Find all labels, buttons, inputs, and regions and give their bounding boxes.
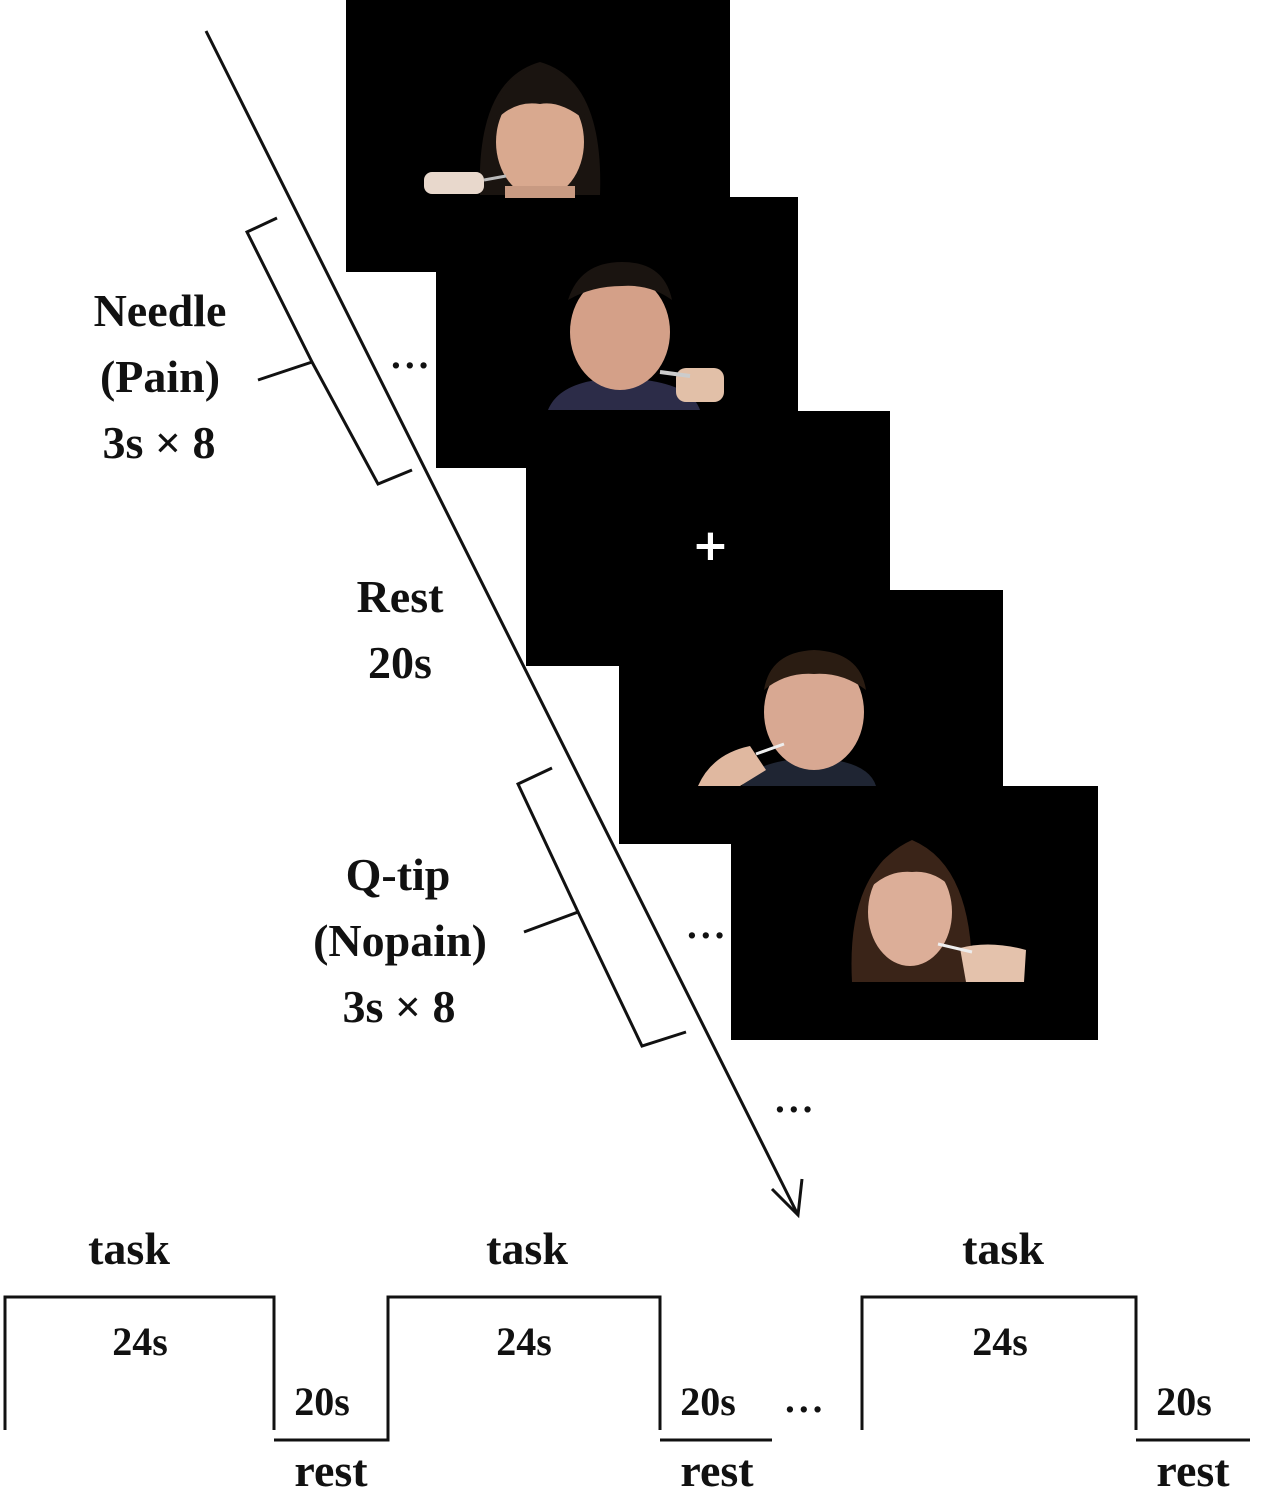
block-1-rest-duration: 20s [294,1379,350,1424]
needle-title: Needle [93,285,227,336]
qtip-brace [516,766,687,1048]
block-3-task-duration: 24s [972,1319,1028,1364]
ellipsis-qtip: ... [686,907,728,947]
block-1-task-label: task [88,1223,170,1274]
face-photo-needle-2 [548,262,724,410]
ellipsis-blocks: ... [784,1381,826,1421]
block-3-task-label: task [962,1223,1044,1274]
rest-timing: 20s [368,637,432,688]
time-arrow [204,30,800,1216]
rest-title: Rest [356,571,444,622]
ellipsis-trials: ... [774,1081,816,1121]
needle-brace [244,216,413,486]
block-waveform-3 [860,1295,1250,1442]
face-photo-qtip-2 [851,840,1026,982]
block-2-task-label: task [486,1223,568,1274]
block-2-rest-label: rest [680,1445,754,1496]
block-2-rest-duration: 20s [680,1379,736,1424]
qtip-condition: (Nopain) [313,915,487,966]
face-photo-qtip-1 [698,650,876,786]
fixation-cross: + [692,520,729,571]
face-photo-needle-1 [424,62,601,198]
qtip-title: Q-tip [345,849,451,900]
qtip-timing: 3s × 8 [342,981,456,1032]
ellipsis-needle: ... [390,337,432,377]
block-waveform-1 [3,1295,662,1442]
block-3-rest-label: rest [1156,1445,1230,1496]
needle-condition: (Pain) [99,351,221,402]
block-1-task-duration: 24s [112,1319,168,1364]
needle-timing: 3s × 8 [102,417,216,468]
block-2-task-duration: 24s [496,1319,552,1364]
block-1-rest-label: rest [294,1445,368,1496]
time-arrow-head [770,1178,804,1219]
block-3-rest-duration: 20s [1156,1379,1212,1424]
